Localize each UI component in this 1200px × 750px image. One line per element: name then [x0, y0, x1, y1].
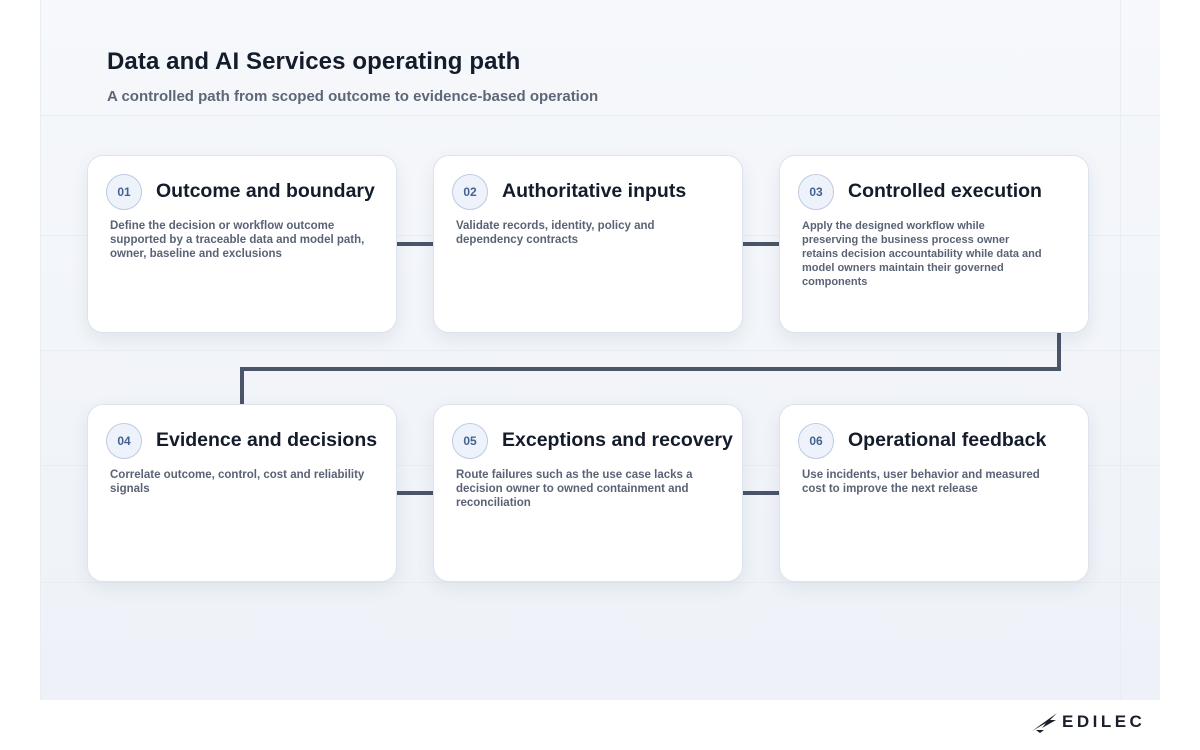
- brand-name: EDILEC: [1062, 712, 1146, 731]
- step-description: Validate records, identity, policy and d…: [456, 220, 655, 246]
- grid-line: [40, 582, 1160, 583]
- step-card-outcome-and-boundary: 01 Outcome and boundary Define the decis…: [87, 155, 397, 333]
- step-title: Outcome and boundary: [156, 180, 375, 202]
- brand-wing-icon: [1032, 713, 1057, 733]
- step-title: Controlled execution: [848, 180, 1042, 202]
- step-description: Define the decision or workflow outcome …: [110, 220, 365, 260]
- step-number-badge: 06: [798, 423, 834, 459]
- step-description: Route failures such as the use case lack…: [456, 469, 693, 509]
- step-card-exceptions-and-recovery: 05 Exceptions and recovery Route failure…: [433, 404, 743, 582]
- page-subtitle: A controlled path from scoped outcome to…: [107, 88, 599, 105]
- step-number-badge: 05: [452, 423, 488, 459]
- connector-03-04: [240, 333, 1061, 405]
- page-title: Data and AI Services operating path: [107, 48, 521, 75]
- step-description: Use incidents, user behavior and measure…: [802, 469, 1040, 495]
- step-title: Exceptions and recovery: [502, 429, 733, 451]
- grid-line: [40, 350, 1160, 351]
- step-title: Evidence and decisions: [156, 429, 378, 451]
- step-number-badge: 04: [106, 423, 142, 459]
- step-card-evidence-and-decisions: 04 Evidence and decisions Correlate outc…: [87, 404, 397, 582]
- brand-logo: EDILEC: [1030, 711, 1155, 735]
- step-card-operational-feedback: 06 Operational feedback Use incidents, u…: [779, 404, 1089, 582]
- step-card-authoritative-inputs: 02 Authoritative inputs Validate records…: [433, 155, 743, 333]
- step-number-badge: 02: [452, 174, 488, 210]
- step-number-badge: 03: [798, 174, 834, 210]
- step-number-badge: 01: [106, 174, 142, 210]
- step-title: Operational feedback: [848, 429, 1047, 451]
- step-description: Apply the designed workflow while preser…: [802, 220, 1042, 288]
- diagram-background: [40, 0, 1160, 700]
- step-description: Correlate outcome, control, cost and rel…: [110, 469, 365, 495]
- step-card-controlled-execution: 03 Controlled execution Apply the design…: [779, 155, 1089, 333]
- step-title: Authoritative inputs: [502, 180, 687, 202]
- grid-line: [40, 115, 1160, 116]
